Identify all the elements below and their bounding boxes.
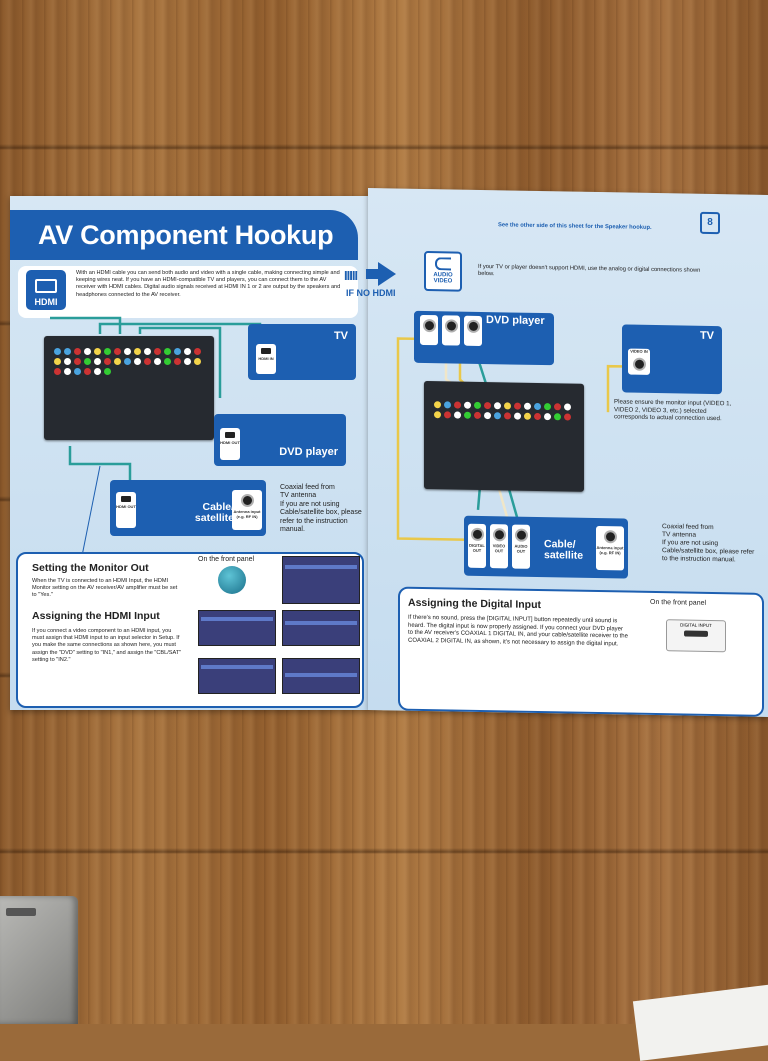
left-page: AV Component Hookup HDMI With an HDMI ca… xyxy=(10,196,368,710)
hdmi-badge-label: HDMI xyxy=(34,297,58,307)
arrow-shaft xyxy=(366,269,380,279)
brochure-sheet: AV Component Hookup HDMI With an HDMI ca… xyxy=(10,188,768,717)
hdmi-setup-box: Setting the Monitor Out When the TV is c… xyxy=(16,552,364,708)
tv-hdmi-port: HDMI IN xyxy=(256,344,276,374)
setup-screen-3 xyxy=(282,610,360,646)
monitor-input-note: Please ensure the monitor input (VIDEO 1… xyxy=(614,398,732,423)
right-av-receiver-rear xyxy=(424,380,584,492)
cable-hdmi-port: HDMI OUT xyxy=(116,492,136,528)
right-page: See the other side of this sheet for the… xyxy=(368,188,768,717)
title-bar: AV Component Hookup xyxy=(10,210,358,260)
cable-digital-port: DIGITAL OUT xyxy=(468,523,486,569)
right-antenna-port: Antenna input (e.g. RF IN) xyxy=(596,525,624,571)
right-cable-satellite: DIGITAL OUT VIDEO OUT AUDIO OUT Cable/sa… xyxy=(464,515,628,579)
hdmi-intro-box: HDMI With an HDMI cable you can send bot… xyxy=(18,266,358,318)
dvd-video-port xyxy=(442,315,460,346)
dvd-audio-port xyxy=(464,315,482,346)
tv-video-in-port: VIDEO IN xyxy=(628,348,650,375)
right-dvd-player: DVD player xyxy=(414,310,554,366)
right-front-panel-label: On the front panel xyxy=(650,598,707,607)
dvd-player-device: DVD player HDMI OUT xyxy=(214,414,346,466)
button-slot-icon xyxy=(684,630,708,637)
cable-antenna-port: Antenna input (e.g. RF IN) xyxy=(232,490,262,530)
cable-video-port: VIDEO OUT xyxy=(490,524,508,569)
cable-satellite-device: HDMI OUT Cable/satellite Antenna input (… xyxy=(110,480,266,536)
dvd-hdmi-port: HDMI OUT xyxy=(220,428,240,460)
cable-label: Cable/satellite xyxy=(194,501,234,524)
if-no-hdmi-label: IF NO HDMI xyxy=(346,288,396,298)
av-cable-icon xyxy=(435,257,451,271)
right-tv-device: TV VIDEO IN xyxy=(622,324,722,395)
hdmi-input-heading: Assigning the HDMI Input xyxy=(32,610,160,622)
setup-screen-2 xyxy=(198,610,276,646)
digital-input-text: If there's no sound, press the [DIGITAL … xyxy=(408,614,628,648)
analog-intro-text: If your TV or player doesn't support HDM… xyxy=(478,263,701,278)
right-receiver-jacks xyxy=(434,401,574,421)
digital-input-box: Assigning the Digital Input If there's n… xyxy=(398,586,764,717)
tv-device: TV HDMI IN xyxy=(248,324,356,380)
if-no-hdmi-arrow: IIIII xyxy=(342,256,422,296)
monitor-out-text: When the TV is connected to an HDMI Inpu… xyxy=(32,578,178,599)
device-corner xyxy=(0,896,78,1024)
page-title: AV Component Hookup xyxy=(38,220,334,250)
av-receiver-rear xyxy=(44,336,214,440)
digital-input-heading: Assigning the Digital Input xyxy=(408,596,541,612)
arrow-stripes-icon: IIIII xyxy=(344,268,358,283)
hdmi-intro-text: With an HDMI cable you can send both aud… xyxy=(76,270,341,298)
hdmi-badge: HDMI xyxy=(26,270,66,310)
hdmi-input-text: If you connect a video component to an H… xyxy=(32,628,182,663)
right-cable-label: Cable/satellite xyxy=(544,538,584,562)
monitor-out-heading: Setting the Monitor Out xyxy=(32,562,149,574)
front-panel-label: On the front panel xyxy=(198,556,255,563)
cable-audio-port: AUDIO OUT xyxy=(512,524,530,569)
speaker-note: See the other side of this sheet for the… xyxy=(498,222,652,231)
page-number: 8 xyxy=(700,211,720,235)
dvd-digital-port xyxy=(420,314,438,346)
setup-screen-4 xyxy=(198,658,276,694)
right-dvd-label: DVD player xyxy=(486,314,545,328)
receiver-jacks xyxy=(54,348,204,375)
digital-input-button[interactable]: DIGITAL INPUT xyxy=(666,619,726,653)
setup-screen-1 xyxy=(282,556,360,604)
setup-screen-5 xyxy=(282,658,360,694)
digital-input-button-label: DIGITAL INPUT xyxy=(680,622,712,629)
setup-knob-icon xyxy=(218,566,246,594)
right-tv-label: TV xyxy=(699,329,714,343)
tv-label: TV xyxy=(333,330,348,342)
arrow-right-icon xyxy=(378,262,396,286)
hdmi-plug-icon xyxy=(35,279,57,293)
dvd-label: DVD player xyxy=(279,446,338,458)
